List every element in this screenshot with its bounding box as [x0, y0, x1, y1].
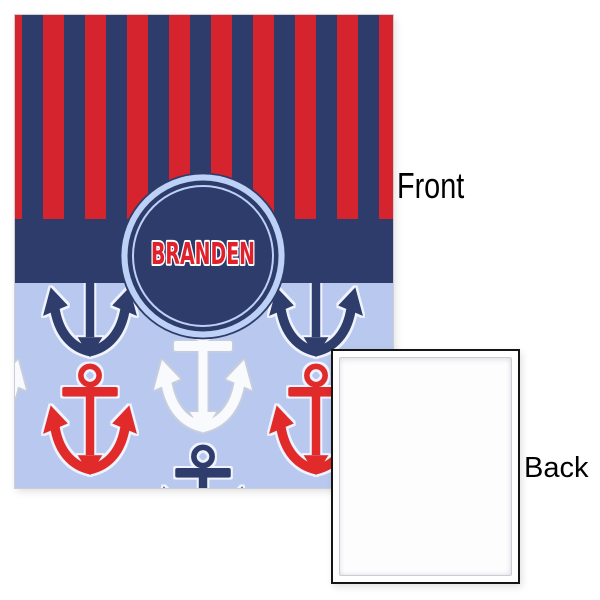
anchor-navy-bottom-center	[156, 447, 250, 488]
back-label: Back	[524, 452, 589, 484]
back-blank-sheet	[339, 357, 512, 576]
name-medallion: BRANDEN	[119, 172, 287, 340]
front-label: Front	[397, 165, 465, 206]
anchor-white-partial-left	[15, 320, 26, 434]
personalized-name: BRANDEN	[151, 237, 255, 272]
anchor-red-left	[43, 366, 137, 475]
back-preview-image	[331, 349, 520, 584]
front-preview-image: BRANDEN	[15, 15, 393, 488]
medallion-navy-disc	[127, 180, 279, 332]
medallion-inner-ring	[132, 185, 274, 327]
